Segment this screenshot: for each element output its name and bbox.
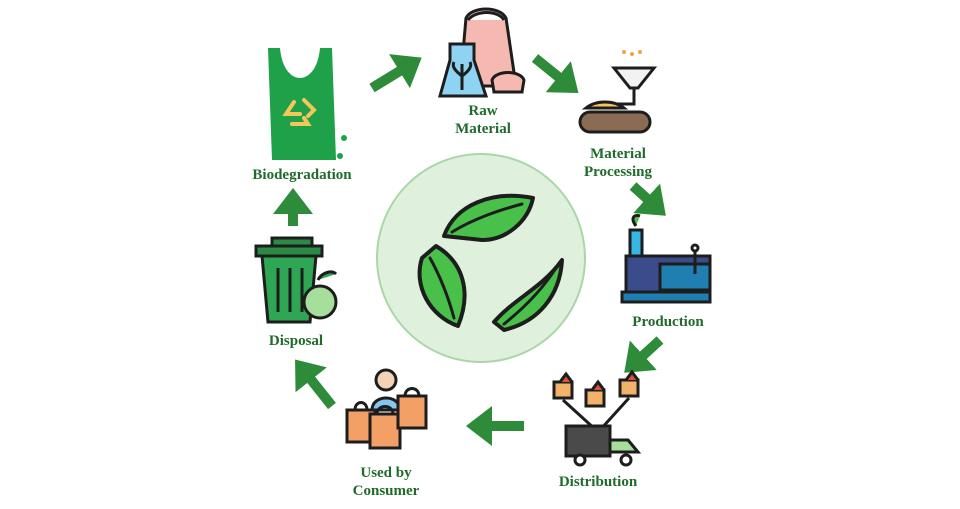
factory-icon — [620, 214, 712, 304]
disposal-label: Disposal — [248, 332, 344, 350]
recycle-leaves-icon — [376, 153, 586, 363]
biodegradable-bag-icon — [268, 48, 347, 160]
shopping-bags-icon — [345, 368, 428, 450]
raw-material-icon — [438, 7, 526, 98]
arrow-consumer-to-disposal — [295, 359, 336, 410]
arrow-processing-to-production — [629, 182, 666, 216]
distribution-label-line-1: Distribution — [558, 474, 638, 490]
material-processing-label-line-1: Material — [590, 146, 646, 162]
raw-material-label-line-1: Raw — [468, 103, 498, 119]
production-label-line-1: Production — [632, 314, 704, 330]
disposal-label-line-1: Disposal — [268, 333, 324, 349]
arrow-biodegradation-to-raw-material — [369, 54, 422, 93]
distribution-label: Distribution — [550, 473, 646, 491]
material-processing-label: Material Processing — [570, 145, 666, 181]
biodegradation-label-line-1: Biodegradation — [252, 167, 352, 183]
biodegradation-label: Biodegradation — [242, 166, 362, 184]
material-processing-label-line-2: Processing — [583, 164, 653, 180]
trash-bin-icon — [254, 236, 338, 324]
material-processing-icon — [578, 50, 658, 134]
used-by-consumer-label: Used by Consumer — [336, 464, 436, 500]
arrow-raw-material-to-processing — [531, 54, 579, 94]
raw-material-label: Raw Material — [438, 102, 528, 138]
flow-arrows — [273, 54, 666, 446]
raw-material-label-line-2: Material — [455, 121, 511, 137]
production-label: Production — [620, 313, 716, 331]
used-by-consumer-label-line-2: Consumer — [352, 483, 420, 499]
used-by-consumer-label-line-1: Used by — [360, 465, 412, 481]
delivery-truck-icon — [552, 369, 642, 467]
arrow-production-to-distribution — [624, 336, 664, 373]
